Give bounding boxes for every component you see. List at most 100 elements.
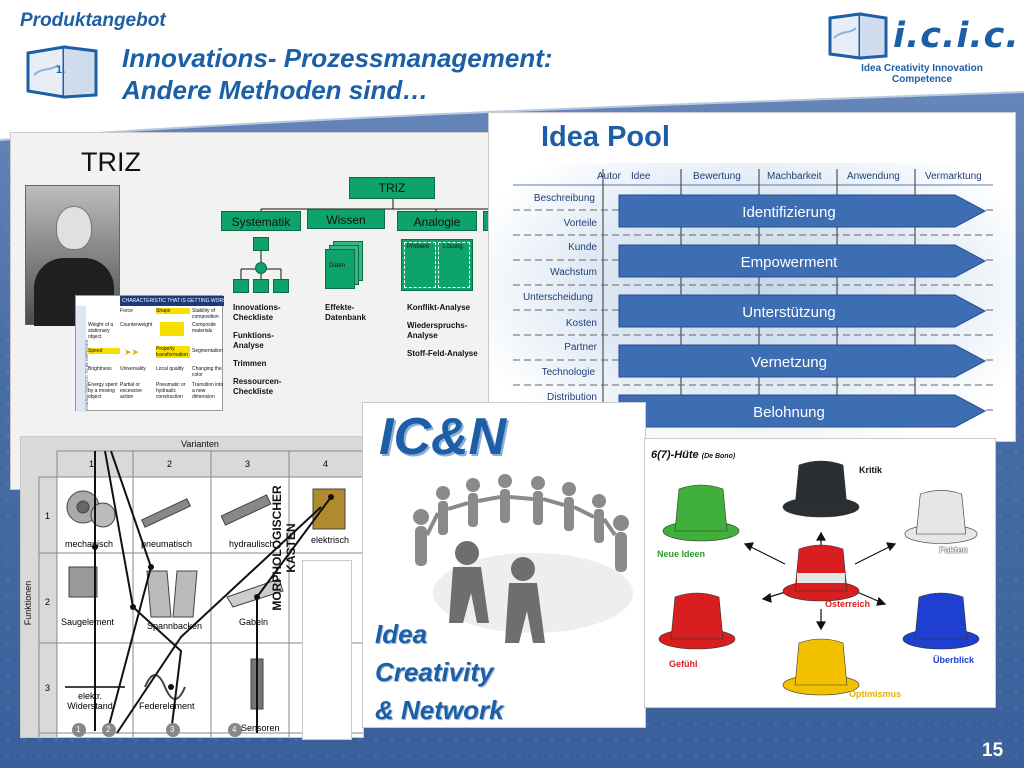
- row-technologie: Technologie: [541, 367, 595, 378]
- morph-row-3: 3: [45, 683, 51, 693]
- icn-subtitle: Idea Creativity & Network: [375, 615, 504, 727]
- morph-num-2: 2: [106, 725, 111, 734]
- systematik-box-top: [253, 237, 269, 251]
- matrix-row2-arrow: ➤➤: [124, 348, 140, 356]
- matrix-row4-c1: Partial or excessive action: [120, 382, 142, 400]
- trimmen: Trimmen: [233, 359, 267, 368]
- matrix-row4-c2: Pneumatic or hydraulic construction: [156, 382, 186, 400]
- morph-cell-saugelement: Saugelement: [61, 617, 115, 627]
- matrix-row2-c3: Segmentation: [192, 348, 223, 354]
- portrait-photo: [25, 185, 120, 326]
- systematik-box-1: [233, 279, 249, 293]
- morph-col-4: 4: [323, 459, 329, 469]
- morph-row-1: 1: [45, 511, 51, 521]
- col-idee: Idee: [631, 171, 651, 182]
- morph-cell-mechanisch: mechanisch: [65, 539, 114, 549]
- triz-col3: Konflikt-Analyse Wiederspruchs-Analyse S…: [407, 303, 497, 359]
- icn-line-creativity: Creativity: [375, 657, 494, 687]
- black-hat-icon: [782, 460, 860, 518]
- hat-label-fakten: Fakten: [939, 545, 969, 555]
- problem-label: Problem: [407, 244, 430, 250]
- row-partner: Partner: [564, 342, 597, 353]
- matrix-row1-c3: Composite materials: [192, 322, 216, 334]
- hat-label-oesterreich: Österreich: [825, 599, 871, 609]
- col-bewertung: Bewertung: [693, 171, 741, 182]
- blue-hat-icon: [902, 592, 980, 650]
- yellow-hat-icon: [782, 638, 860, 696]
- phase-identifizierung: Identifizierung: [742, 204, 836, 221]
- triz-col2: Effekte-Datenbank: [325, 303, 385, 323]
- morph-cell-widerstand: elektr. Widerstand: [67, 691, 113, 711]
- hat-label-kritik: Kritik: [859, 465, 883, 475]
- col-autor: Autor: [597, 171, 621, 182]
- contradiction-matrix: CHARACTERISTIC THAT IS GETTING WORSE CHA…: [75, 295, 224, 412]
- idea-pool-panel: Idea Pool Autor Idee Bewertung Machbarke…: [488, 112, 1016, 442]
- matrix-col-force: Force: [120, 308, 133, 314]
- stoff-feld-analyse: Stoff-Feld-Analyse: [407, 349, 478, 358]
- morph-cell-hydraulisch: hydraulisch: [229, 539, 275, 549]
- network-people-illustration: [413, 474, 633, 643]
- page-number: 15: [982, 740, 1004, 761]
- row-distribution: Distribution: [546, 392, 597, 403]
- funktions-analyse: Funktions-Analyse: [233, 331, 274, 350]
- morph-row-2: 2: [45, 597, 51, 607]
- morph-header: Varianten: [181, 439, 219, 449]
- logo-window-icon: [828, 12, 888, 60]
- morph-caption: MORPHOLOGISCHER KASTEN: [270, 485, 298, 611]
- step-number: 1.: [56, 64, 66, 76]
- innovations-checkliste: Innovations-Checkliste: [233, 303, 281, 322]
- matrix-row1-label: Weight of a stationary object: [88, 322, 114, 340]
- row-vorteile: Vorteile: [563, 218, 597, 229]
- col-vermarktung: Vermarktung: [925, 171, 982, 182]
- col-machbarkeit: Machbarkeit: [767, 171, 822, 182]
- page-title-line2: Andere Methoden sind…: [122, 75, 429, 105]
- konflikt-analyse: Konflikt-Analyse: [407, 303, 471, 312]
- hat-label-neue-ideen: Neue Ideen: [657, 549, 706, 559]
- matrix-row4-label: Energy spent by a moving object: [88, 382, 118, 400]
- hats-illustration: [658, 460, 980, 696]
- triz-node-wissen: Wissen: [307, 209, 385, 229]
- six-hats-panel: 6(7)-Hüte (De Bono) Kritik Fakten Neue I…: [644, 438, 996, 708]
- triz-node-analogie: Analogie: [397, 211, 477, 231]
- portrait-head: [56, 206, 92, 250]
- icn-line-idea: Idea: [375, 619, 428, 649]
- matrix-header: CHARACTERISTIC THAT IS GETTING WORSE: [120, 296, 224, 306]
- hats-title-text: 6(7)-Hüte: [651, 449, 699, 461]
- idea-pool-title: Idea Pool: [541, 121, 670, 153]
- page-title: Innovations- Prozessmanagement: Andere M…: [122, 42, 553, 106]
- analogie-diagram: [401, 239, 473, 291]
- hat-label-optimismus: Optimismus: [849, 689, 902, 699]
- matrix-row2-label: Speed: [88, 348, 120, 354]
- data-stack-front: [325, 249, 355, 289]
- page-title-line1: Innovations- Prozessmanagement:: [122, 43, 553, 73]
- icn-panel: IC&N Idea Creativity & Network: [362, 402, 646, 728]
- triz-title: TRIZ: [81, 147, 141, 177]
- phase-empowerment: Empowerment: [740, 254, 838, 271]
- morph-col-2: 2: [167, 459, 173, 469]
- morph-num-4: 4: [232, 725, 237, 734]
- green-hat-icon: [662, 484, 740, 542]
- morph-cell-federelement: Federelement: [139, 701, 195, 711]
- icn-title: IC&N: [379, 408, 507, 466]
- morph-cell-pneumatisch: pneumatisch: [141, 539, 193, 549]
- systematik-node-center: [255, 262, 267, 274]
- matrix-row3-c1: Universality: [120, 366, 146, 372]
- triz-panel: TRIZ TRIZ Systematik Wissen Analogie Dat…: [10, 132, 500, 490]
- hat-label-gefuehl: Gefühl: [669, 659, 698, 669]
- morph-num-1: 1: [76, 725, 81, 734]
- matrix-row3-c2: Local quality: [156, 366, 184, 372]
- matrix-row1-c1: Counterweight: [120, 322, 153, 328]
- phase-unterstuetzung: Unterstützung: [742, 304, 836, 321]
- hat-label-ueberblick: Überblick: [933, 655, 975, 665]
- row-wachstum: Wachstum: [550, 267, 597, 278]
- white-hat-icon: [904, 490, 978, 544]
- logo-text: i.c.i.c.: [893, 16, 1020, 56]
- systematik-box-2: [253, 279, 269, 293]
- morph-col-1: 1: [89, 459, 95, 469]
- triz-root-node: TRIZ: [349, 177, 435, 199]
- window-icon: [26, 45, 98, 99]
- morph-cell-sensoren: Sensoren: [241, 723, 280, 733]
- morph-num-3: 3: [170, 725, 175, 734]
- phase-belohnung: Belohnung: [753, 404, 825, 421]
